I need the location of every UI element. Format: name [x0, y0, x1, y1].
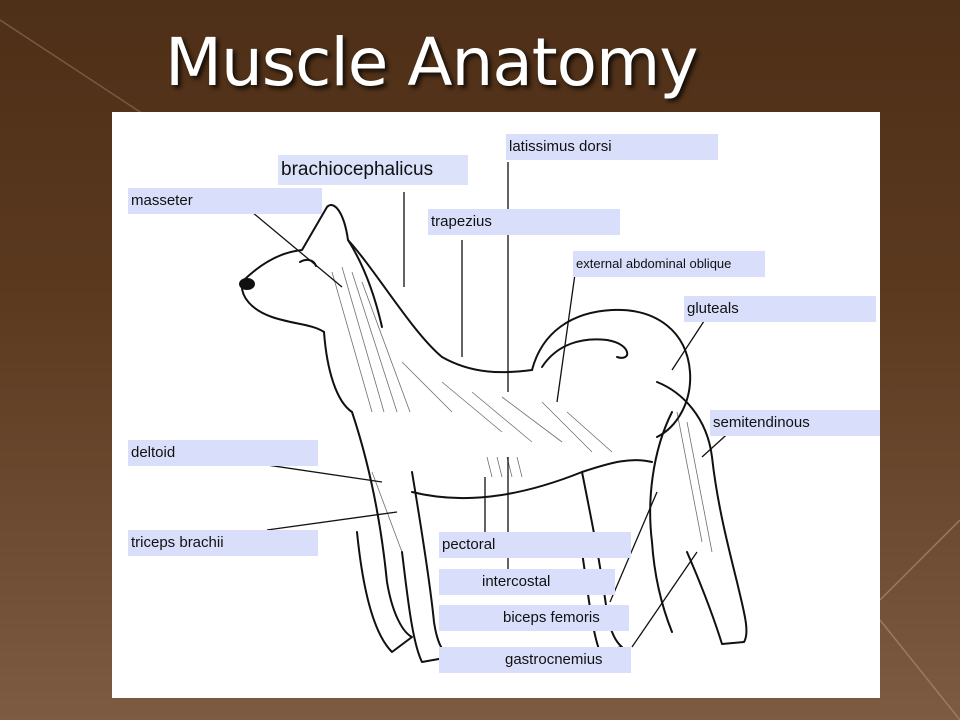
- label-gastrocnemius: gastrocnemius: [439, 647, 631, 673]
- dog-muscle-illustration: [239, 162, 748, 663]
- label-triceps-brachii: triceps brachii: [128, 530, 318, 556]
- slide-title: Muscle Anatomy: [165, 24, 698, 101]
- label-biceps-femoris: biceps femoris: [439, 605, 629, 631]
- label-deltoid: deltoid: [128, 440, 318, 466]
- label-brachiocephalicus: brachiocephalicus: [278, 155, 468, 185]
- label-masseter: masseter: [128, 188, 322, 214]
- label-gluteals: gluteals: [684, 296, 876, 322]
- label-intercostal: intercostal: [439, 569, 615, 595]
- diagram-panel: latissimus dorsi brachiocephalicus masse…: [112, 112, 880, 698]
- label-external-abdominal-oblique: external abdominal oblique: [573, 251, 765, 277]
- label-latissimus-dorsi: latissimus dorsi: [506, 134, 718, 160]
- label-semitendinous: semitendinous: [710, 410, 880, 436]
- label-trapezius: trapezius: [428, 209, 620, 235]
- label-pectoral: pectoral: [439, 532, 631, 558]
